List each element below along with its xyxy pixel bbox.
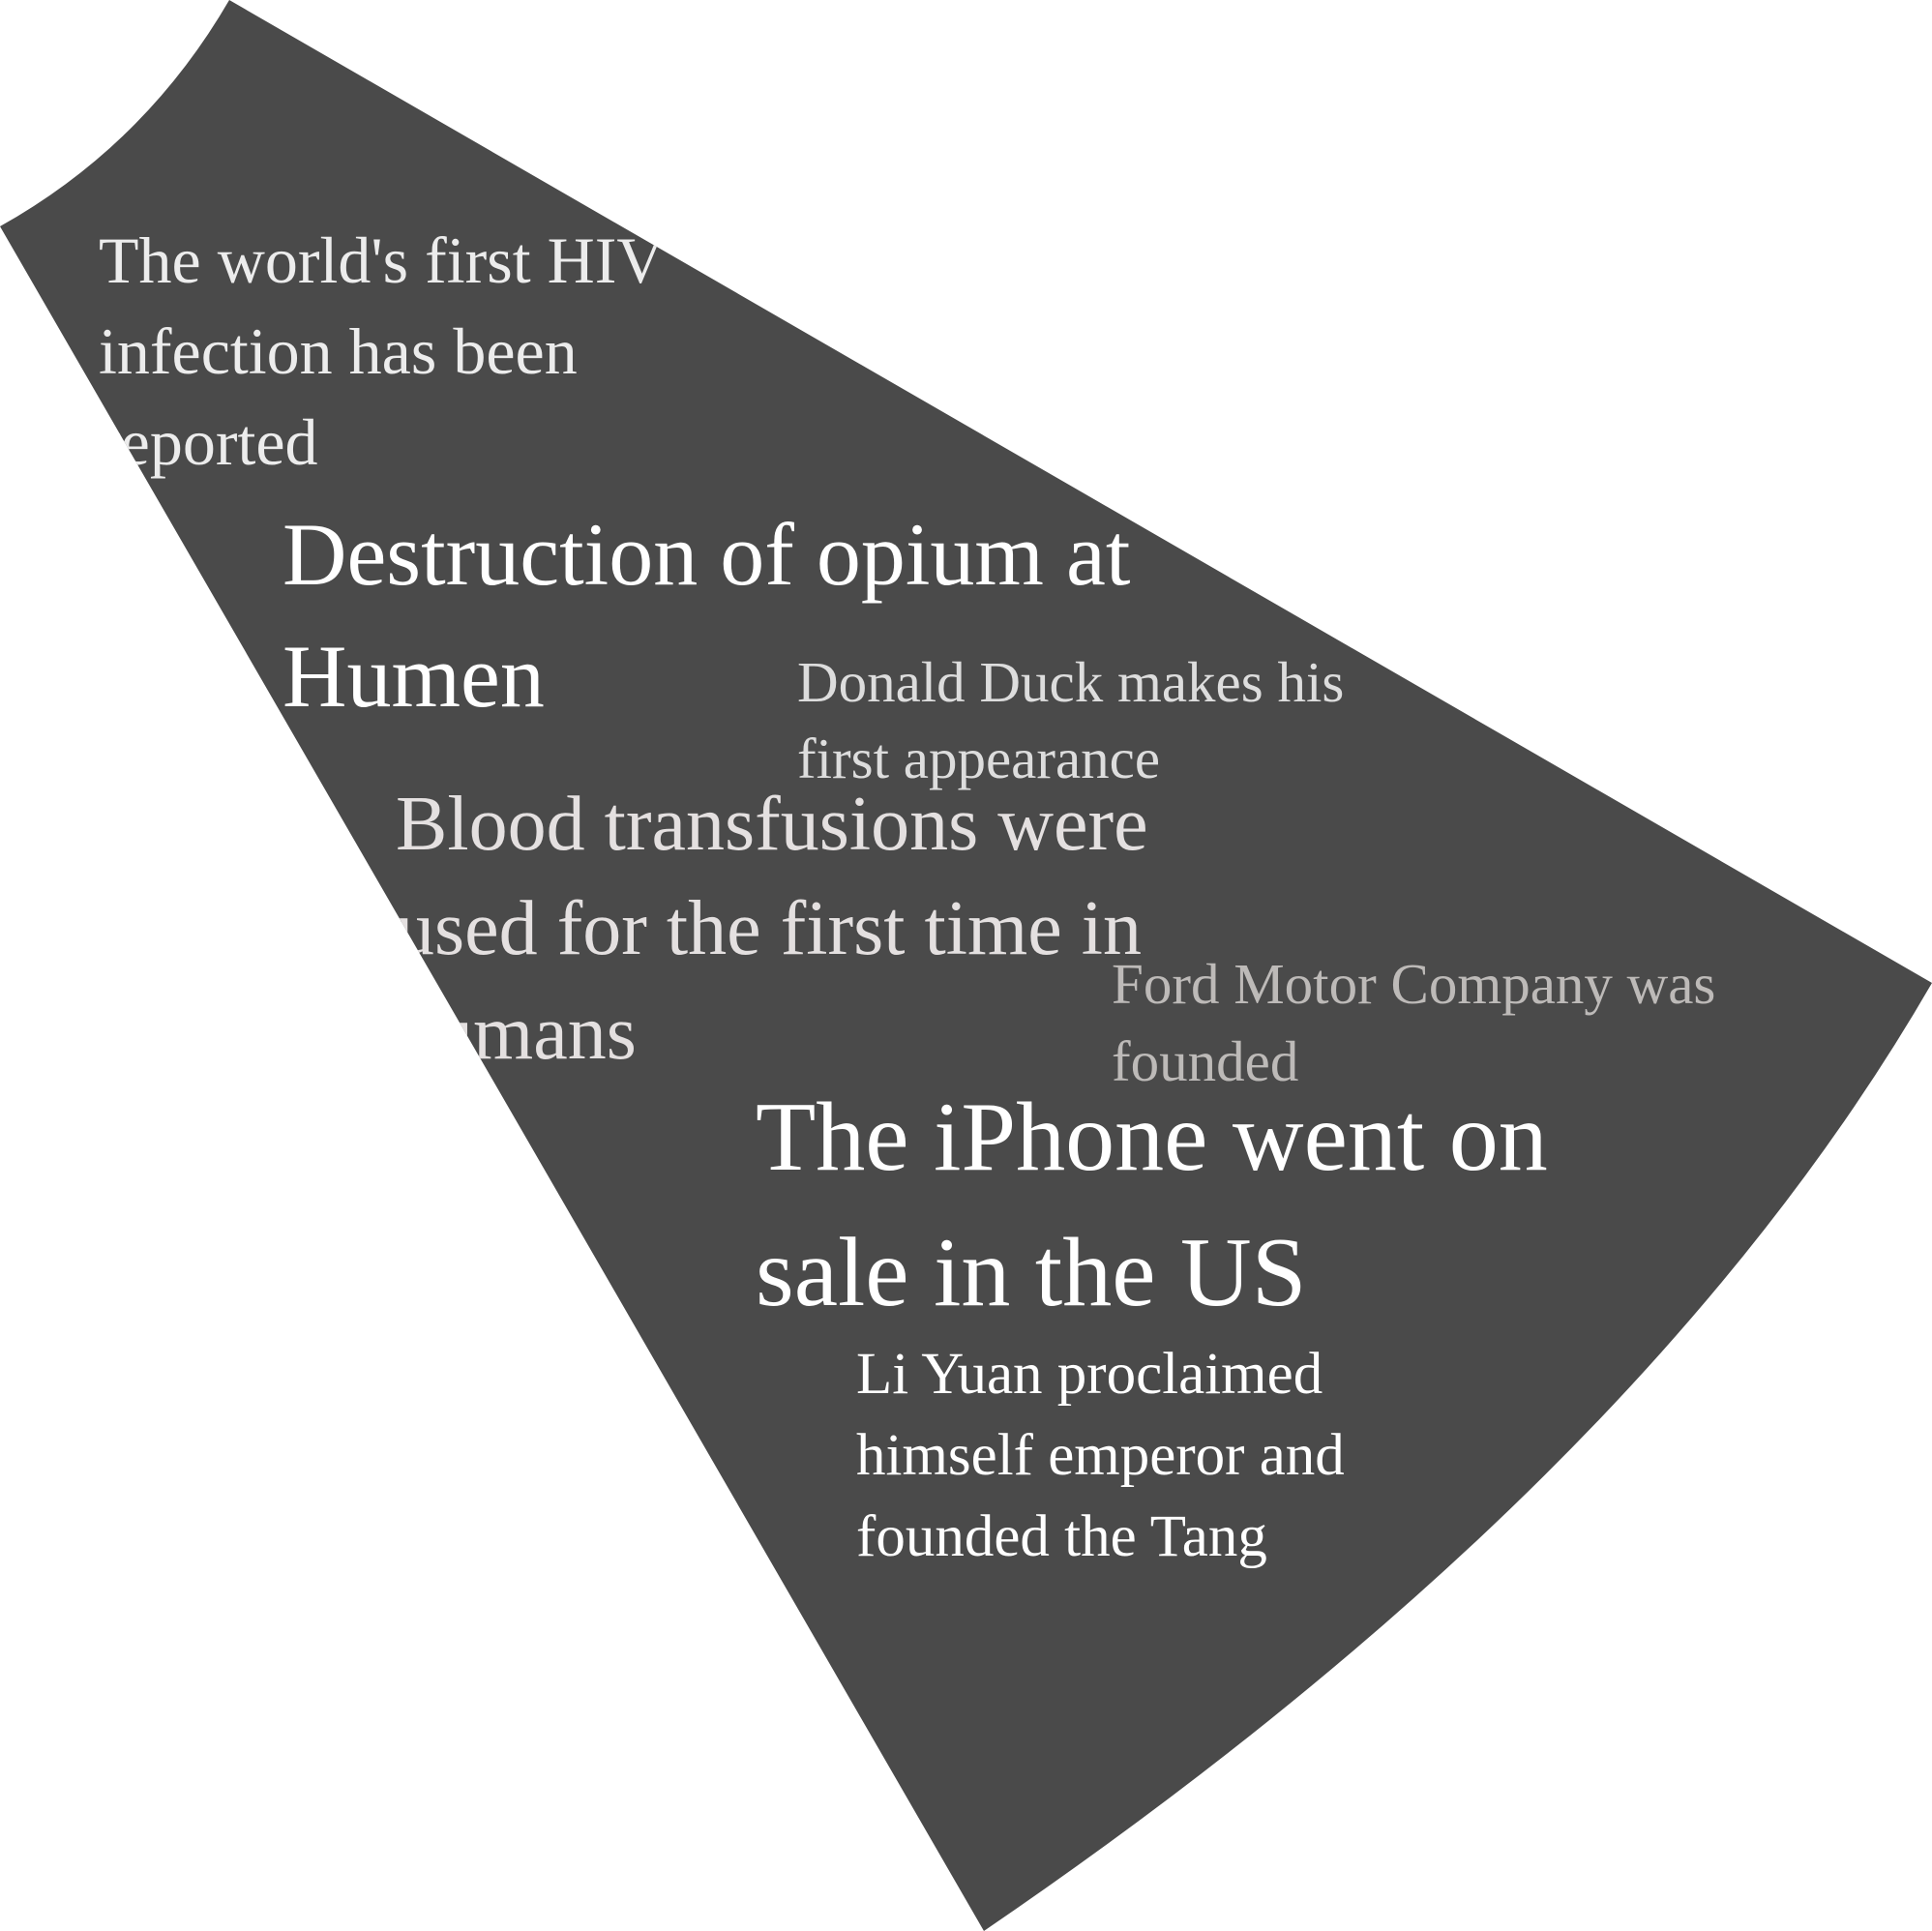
- event-blood-transfusion: Blood transfusions were used for the fir…: [396, 782, 1148, 1076]
- event-iphone: The iPhone went on sale in the US: [756, 1083, 1548, 1327]
- event-li-yuan: Li Yuan proclaimed himself emperor and f…: [856, 1342, 1345, 1569]
- event-hiv: The world's first HIV infection has been…: [99, 223, 664, 479]
- event-ford: Ford Motor Company was founded: [1112, 952, 1716, 1093]
- event-opium: Destruction of opium at Humen: [282, 505, 1131, 726]
- event-donald-duck: Donald Duck makes his first appearance: [797, 650, 1345, 790]
